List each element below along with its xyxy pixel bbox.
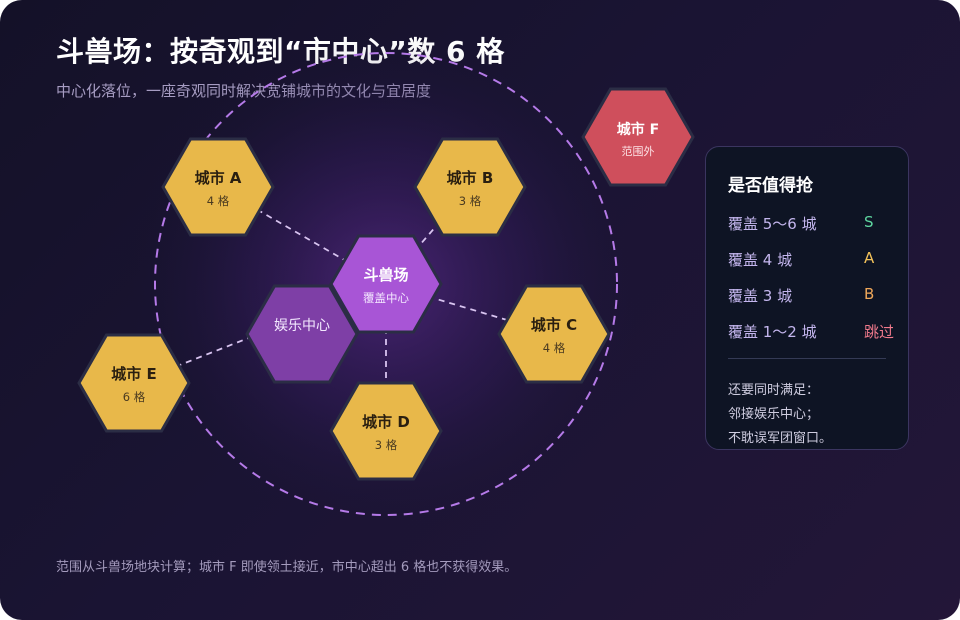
rating-row: 覆盖 3 城 B: [728, 285, 898, 307]
panel-note: 邻接娱乐中心；: [728, 407, 820, 422]
entertainment-hex: [245, 284, 359, 384]
panel-note: 不耽误军团窗口。: [728, 431, 833, 446]
city-f-note: 范围外: [622, 144, 655, 158]
panel-note: 还要同时满足：: [728, 383, 820, 398]
city-b-tile: 城市 B 3 格: [413, 137, 527, 237]
rating-grade-s: S: [864, 213, 874, 231]
city-a-name: 城市 A: [195, 169, 242, 187]
city-d-hex: [329, 381, 443, 481]
rating-row: 覆盖 1～2 城 跳过: [728, 321, 898, 343]
city-e-hex: [77, 333, 191, 433]
city-e-name: 城市 E: [111, 365, 156, 383]
city-b-hex: [413, 137, 527, 237]
rating-panel: 是否值得抢 覆盖 5～6 城 S 覆盖 4 城 A 覆盖 3 城 B 覆盖 1～…: [705, 146, 909, 450]
rating-grade-skip: 跳过: [864, 323, 895, 341]
rating-label: 覆盖 3 城: [728, 287, 793, 305]
city-f-hex: [581, 87, 695, 187]
colosseum-note: 覆盖中心: [363, 291, 409, 305]
city-d-name: 城市 D: [362, 413, 410, 431]
colosseum-hex: [329, 234, 443, 334]
colosseum-tile: 斗兽场 覆盖中心: [329, 234, 443, 334]
city-b-name: 城市 B: [447, 169, 494, 187]
rating-row: 覆盖 4 城 A: [728, 249, 898, 271]
panel-divider: [728, 358, 886, 359]
panel-title: 是否值得抢: [728, 176, 813, 196]
city-b-distance: 3 格: [459, 194, 482, 208]
range-circle: [154, 52, 618, 516]
rating-grade-a: A: [864, 249, 875, 267]
footer-note: 范围从斗兽场地块计算；城市 F 即使领土接近，市中心超出 6 格也不获得效果。: [56, 560, 518, 575]
rating-grade-b: B: [864, 285, 875, 303]
city-f-name: 城市 F: [617, 121, 659, 138]
colosseum-name: 斗兽场: [363, 266, 408, 284]
rating-label: 覆盖 1～2 城: [728, 323, 817, 341]
city-c-hex: [497, 284, 611, 384]
rating-row: 覆盖 5～6 城 S: [728, 213, 898, 235]
rating-label: 覆盖 5～6 城: [728, 215, 817, 233]
city-a-tile: 城市 A 4 格: [161, 137, 275, 237]
rating-label: 覆盖 4 城: [728, 251, 793, 269]
entertainment-tile: 娱乐中心: [245, 284, 359, 384]
city-c-name: 城市 C: [531, 316, 577, 334]
city-e-distance: 6 格: [123, 390, 146, 404]
city-d-distance: 3 格: [375, 438, 398, 452]
city-d-tile: 城市 D 3 格: [329, 381, 443, 481]
city-f-tile: 城市 F 范围外: [581, 87, 695, 187]
city-e-tile: 城市 E 6 格: [77, 333, 191, 433]
city-a-hex: [161, 137, 275, 237]
city-c-distance: 4 格: [543, 341, 566, 355]
city-c-tile: 城市 C 4 格: [497, 284, 611, 384]
entertainment-name: 娱乐中心: [274, 318, 330, 334]
city-a-distance: 4 格: [207, 194, 230, 208]
